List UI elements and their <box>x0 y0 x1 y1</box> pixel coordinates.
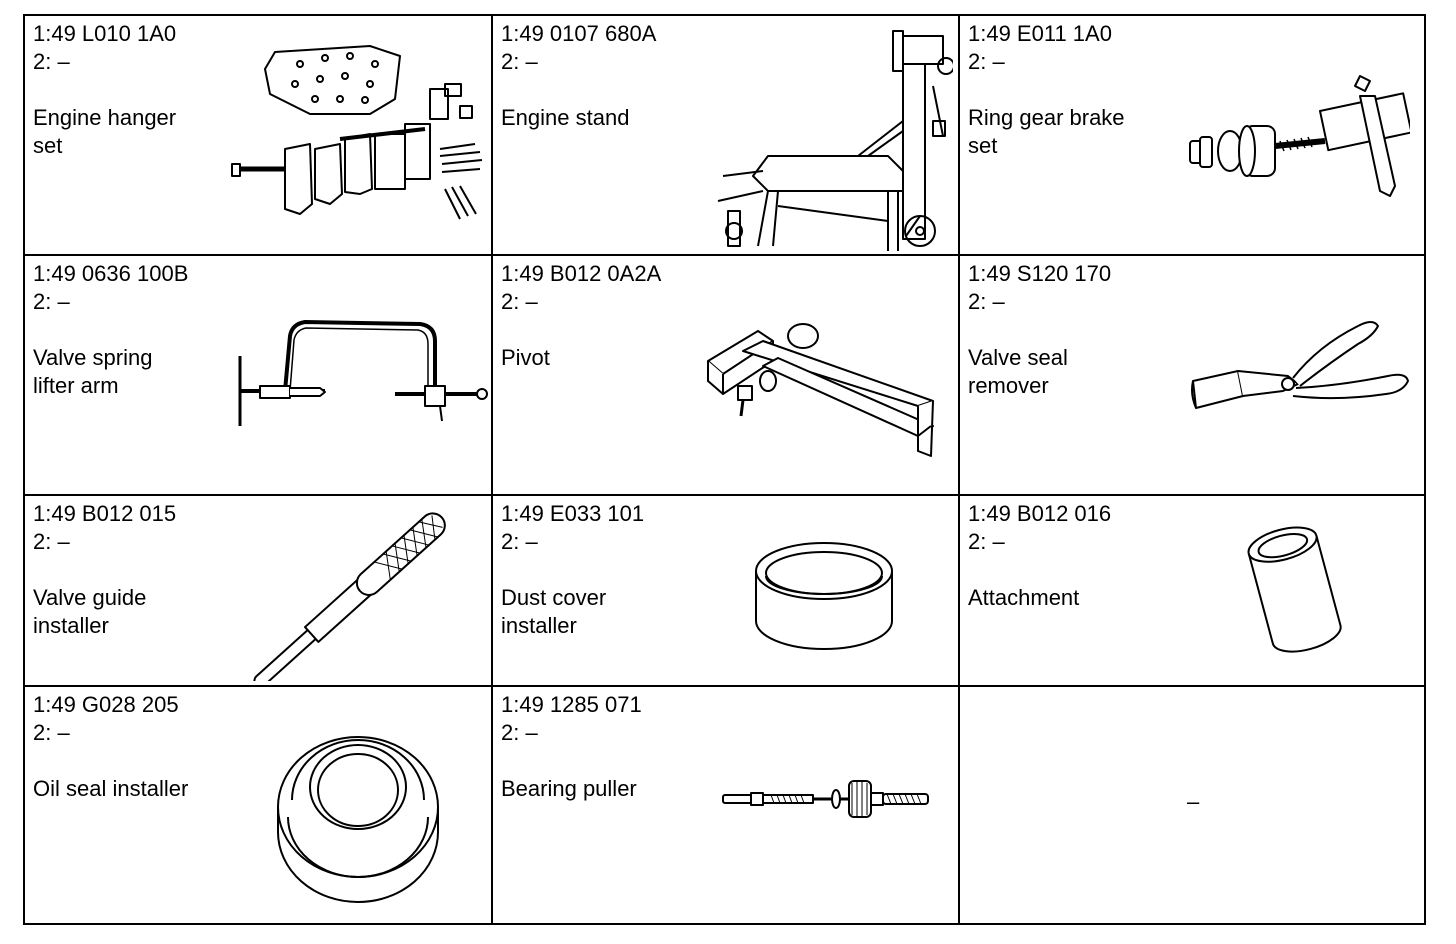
tool-info: 1:49 E011 1A0 2: – Ring gear brake set <box>968 20 1198 160</box>
row-divider <box>25 685 1424 687</box>
tool-sub-number: 2: – <box>33 289 70 314</box>
tool-sub-number: 2: – <box>33 49 70 74</box>
tool-sub-number: 2: – <box>33 529 70 554</box>
tool-cell: 1:49 0107 680A 2: – Engine stand <box>493 16 958 254</box>
engine-hanger-set-icon <box>230 44 490 224</box>
engine-stand-icon <box>708 26 953 251</box>
tool-cell: 1:49 S120 170 2: – Valve seal remover <box>960 256 1426 494</box>
attachment-sleeve-icon <box>1245 521 1345 661</box>
empty-cell-dash: – <box>1187 789 1200 814</box>
tool-sub-number: 2: – <box>501 529 538 554</box>
tool-sub-number: 2: – <box>501 289 538 314</box>
tool-number: 1:49 1285 071 <box>501 692 642 717</box>
tool-number: 1:49 G028 205 <box>33 692 179 717</box>
tool-cell: 1:49 E011 1A0 2: – Ring gear brake set <box>960 16 1426 254</box>
tool-number: 1:49 B012 015 <box>33 501 177 526</box>
tool-sub-number: 2: – <box>968 289 1005 314</box>
tool-name: Engine hanger set <box>33 105 177 158</box>
valve-spring-lifter-icon <box>230 316 490 431</box>
dust-cover-installer-icon <box>751 531 901 656</box>
tool-sub-number: 2: – <box>968 529 1005 554</box>
tool-number: 1:49 0107 680A <box>501 21 657 46</box>
tool-name: Engine stand <box>501 105 630 130</box>
tool-cell: 1:49 1285 071 2: – Bearing puller <box>493 687 958 923</box>
special-tools-table: 1:49 L010 1A0 2: – Engine hanger set <box>23 14 1426 925</box>
tool-number: 1:49 S120 170 <box>968 261 1112 286</box>
tool-name: Oil seal installer <box>33 776 189 801</box>
tool-cell: 1:49 E033 101 2: – Dust cover installer <box>493 496 958 685</box>
tool-info: 1:49 L010 1A0 2: – Engine hanger set <box>33 20 263 160</box>
column-divider <box>491 16 493 923</box>
tool-cell: 1:49 L010 1A0 2: – Engine hanger set <box>25 16 491 254</box>
tool-info: 1:49 E033 101 2: – Dust cover installer <box>501 500 731 640</box>
ring-gear-brake-icon <box>1185 71 1410 201</box>
tool-info: 1:49 B012 0A2A 2: – Pivot <box>501 260 731 372</box>
tool-name: Ring gear brake set <box>968 105 1125 158</box>
tool-name: Valve seal remover <box>968 345 1068 398</box>
pliers-icon <box>1188 316 1413 426</box>
tool-info: 1:49 0107 680A 2: – Engine stand <box>501 20 731 132</box>
tool-info: 1:49 1285 071 2: – Bearing puller <box>501 691 731 803</box>
tool-number: 1:49 E011 1A0 <box>968 21 1112 46</box>
tool-name: Attachment <box>968 585 1080 610</box>
bearing-puller-icon <box>721 775 946 825</box>
tool-cell: 1:49 B012 016 2: – Attachment <box>960 496 1426 685</box>
valve-guide-installer-icon <box>240 501 475 681</box>
tool-info: 1:49 B012 015 2: – Valve guide installer <box>33 500 263 640</box>
pivot-icon <box>703 306 948 466</box>
tool-name: Valve spring lifter arm <box>33 345 153 398</box>
tool-number: 1:49 B012 0A2A <box>501 261 662 286</box>
tool-cell: 1:49 0636 100B 2: – Valve spring lifter … <box>25 256 491 494</box>
tool-name: Pivot <box>501 345 550 370</box>
tool-sub-number: 2: – <box>33 720 70 745</box>
tool-number: 1:49 0636 100B <box>33 261 189 286</box>
tool-name: Dust cover installer <box>501 585 607 638</box>
tool-sub-number: 2: – <box>968 49 1005 74</box>
tool-info: 1:49 S120 170 2: – Valve seal remover <box>968 260 1198 400</box>
row-divider <box>25 254 1424 256</box>
empty-cell: – <box>960 687 1426 923</box>
tool-sub-number: 2: – <box>501 720 538 745</box>
tool-cell: 1:49 B012 0A2A 2: – Pivot <box>493 256 958 494</box>
tool-name: Bearing puller <box>501 776 637 801</box>
tool-sub-number: 2: – <box>501 49 538 74</box>
tool-info: 1:49 B012 016 2: – Attachment <box>968 500 1198 612</box>
column-divider <box>958 16 960 923</box>
tool-name: Valve guide installer <box>33 585 147 638</box>
tool-info: 1:49 0636 100B 2: – Valve spring lifter … <box>33 260 263 400</box>
tool-number: 1:49 B012 016 <box>968 501 1112 526</box>
tool-info: 1:49 G028 205 2: – Oil seal installer <box>33 691 263 803</box>
tool-cell: 1:49 B012 015 2: – Valve guide installer <box>25 496 491 685</box>
oil-seal-installer-icon <box>270 712 445 907</box>
tool-number: 1:49 L010 1A0 <box>33 21 177 46</box>
tool-cell: 1:49 G028 205 2: – Oil seal installer <box>25 687 491 923</box>
row-divider <box>25 494 1424 496</box>
tool-number: 1:49 E033 101 <box>501 501 645 526</box>
